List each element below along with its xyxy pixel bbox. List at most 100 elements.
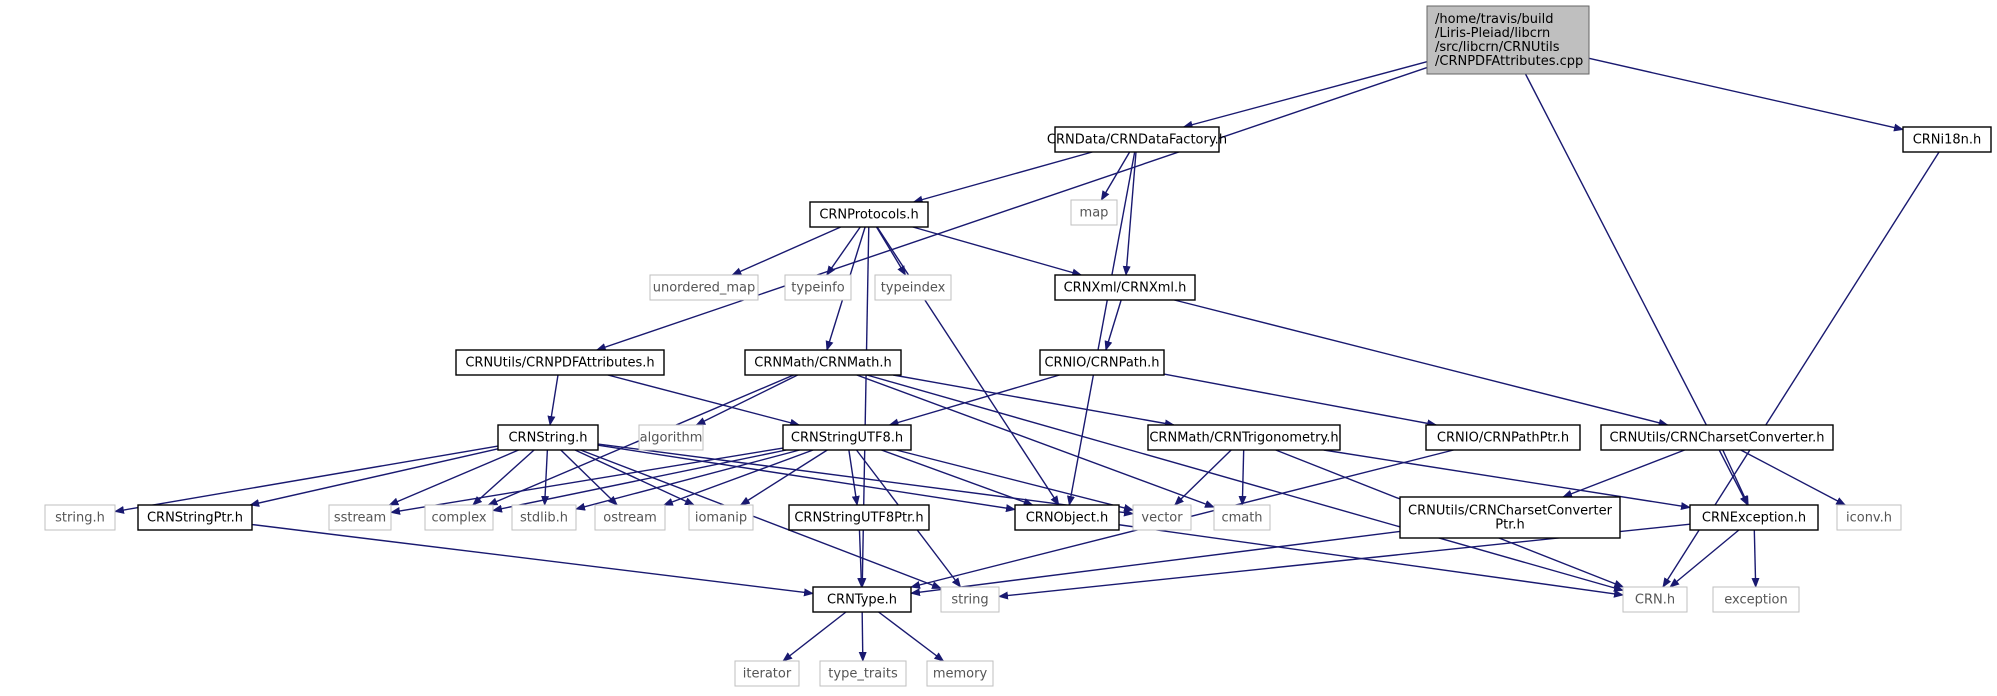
node-pathptr[interactable]: CRNIO/CRNPathPtr.h (1425, 424, 1581, 451)
node-charset-label-0: CRNUtils/CRNCharsetConverter.h (1609, 431, 1824, 446)
node-cmath: cmath (1213, 504, 1271, 531)
edge-protocols-to-object (876, 226, 1060, 506)
node-exception_h-label-0: CRNException.h (1702, 511, 1806, 526)
node-string_h: string.h (44, 504, 116, 531)
node-algorithm: algorithm (638, 424, 704, 451)
node-complex-box (424, 504, 494, 531)
node-pdfattr-box (455, 349, 665, 376)
node-root-box (1426, 5, 1590, 75)
node-ostream-label-0: ostream (603, 511, 657, 526)
edge-trig-to-cmath (1238, 449, 1247, 506)
node-memory-box (926, 660, 994, 687)
edge-trig-to-exception_h (1323, 449, 1691, 511)
node-crn-label-0: CRN.h (1635, 593, 1675, 608)
node-charsetptr-label-1: Ptr.h (1495, 518, 1524, 533)
node-map-label-0: map (1080, 206, 1109, 221)
node-datafactory[interactable]: CRNData/CRNDataFactory.h (1047, 126, 1227, 153)
node-sstream-label-0: sstream (334, 511, 386, 526)
node-pathptr-box (1425, 424, 1581, 451)
edge-utf8-to-ostream (662, 449, 814, 506)
edge-string-to-complex (472, 449, 535, 506)
node-charsetptr-label-0: CRNUtils/CRNCharsetConverter (1408, 504, 1613, 519)
node-ostream: ostream (594, 504, 666, 531)
node-typeinfo-label-0: typeinfo (791, 281, 844, 296)
edges-layer (114, 57, 1940, 662)
node-exception: exception (1712, 586, 1800, 613)
node-math[interactable]: CRNMath/CRNMath.h (744, 349, 902, 376)
node-root[interactable]: /home/travis/build/Liris-Pleiad/libcrn/s… (1426, 5, 1590, 75)
node-utf8[interactable]: CRNStringUTF8.h (782, 424, 912, 451)
edge-string-to-string_h (114, 445, 499, 514)
node-i18n-label-0: CRNi18n.h (1913, 133, 1982, 148)
node-iomanip-label-0: iomanip (695, 511, 747, 526)
node-typeindex-box (874, 274, 952, 301)
node-stdstring-box (940, 586, 1000, 613)
node-iterator: iterator (734, 660, 800, 687)
node-object[interactable]: CRNObject.h (1014, 504, 1120, 531)
edge-string-to-ostream (560, 449, 618, 506)
node-iomanip-box (688, 504, 754, 531)
node-cmath-box (1213, 504, 1271, 531)
node-algorithm-label-0: algorithm (640, 431, 703, 446)
node-typeinfo: typeinfo (784, 274, 852, 301)
edge-string-to-vector (597, 443, 1134, 517)
node-ostream-box (594, 504, 666, 531)
node-iconv-box (1836, 504, 1902, 531)
node-stringptr[interactable]: CRNStringPtr.h (137, 504, 253, 531)
node-string[interactable]: CRNString.h (497, 424, 599, 451)
node-stdlib: stdlib.h (511, 504, 577, 531)
edge-stringptr-to-type (251, 523, 814, 597)
node-cmath-label-0: cmath (1221, 511, 1262, 526)
edge-charsetptr-to-type (910, 530, 1401, 597)
node-pathptr-label-0: CRNIO/CRNPathPtr.h (1437, 431, 1569, 446)
node-xml[interactable]: CRNXml/CRNXml.h (1054, 274, 1196, 301)
node-trig[interactable]: CRNMath/CRNTrigonometry.h (1147, 424, 1341, 451)
edge-datafactory-to-xml (1122, 151, 1137, 276)
node-stdlib-box (511, 504, 577, 531)
node-exception_h[interactable]: CRNException.h (1689, 504, 1819, 531)
node-utf8ptr-box (788, 504, 930, 531)
node-memory-label-0: memory (933, 667, 988, 682)
edge-exception_h-to-crn (1669, 529, 1740, 588)
edge-string-to-stringptr (249, 448, 499, 507)
node-charset[interactable]: CRNUtils/CRNCharsetConverter.h (1600, 424, 1834, 451)
edge-utf8-to-vector (896, 449, 1134, 512)
edge-object-to-crn (1118, 524, 1624, 598)
node-type[interactable]: CRNType.h (812, 586, 912, 613)
node-path[interactable]: CRNIO/CRNPath.h (1039, 349, 1165, 376)
node-object-label-0: CRNObject.h (1026, 511, 1109, 526)
edge-math-to-algorithm (695, 374, 798, 426)
node-complex-label-0: complex (431, 511, 486, 526)
node-iterator-box (734, 660, 800, 687)
edge-utf8-to-utf8ptr (848, 449, 860, 506)
edge-pdfattr-to-string (547, 374, 559, 426)
edge-type-to-type_traits (858, 611, 867, 662)
node-string-box (497, 424, 599, 451)
node-trig-label-0: CRNMath/CRNTrigonometry.h (1149, 431, 1338, 446)
node-vector-box (1132, 504, 1192, 531)
node-pdfattr[interactable]: CRNUtils/CRNPDFAttributes.h (455, 349, 665, 376)
node-datafactory-box (1054, 126, 1220, 153)
edge-utf8-to-stdlib (575, 449, 800, 511)
edge-root-to-datafactory (1182, 61, 1428, 129)
node-typeindex: typeindex (874, 274, 952, 301)
node-crn-box (1622, 586, 1688, 613)
node-root-label-0: /home/travis/build (1435, 12, 1553, 27)
edge-protocols-to-typeindex (875, 226, 907, 276)
node-stringptr-label-0: CRNStringPtr.h (147, 511, 243, 526)
edge-protocols-to-typeinfo (826, 226, 861, 276)
node-path-box (1039, 349, 1165, 376)
node-protocols[interactable]: CRNProtocols.h (809, 201, 929, 228)
node-math-label-0: CRNMath/CRNMath.h (754, 356, 891, 371)
edge-type-to-iterator (782, 611, 847, 662)
node-string_h-label-0: string.h (55, 511, 105, 526)
node-vector-label-0: vector (1141, 511, 1183, 526)
node-sstream: sstream (328, 504, 392, 531)
edge-type-to-memory (878, 611, 945, 662)
node-typeindex-label-0: typeindex (881, 281, 946, 296)
node-math-box (744, 349, 902, 376)
node-i18n[interactable]: CRNi18n.h (1902, 126, 1992, 153)
node-utf8ptr[interactable]: CRNStringUTF8Ptr.h (788, 504, 930, 531)
edge-string-to-object (597, 444, 1016, 513)
